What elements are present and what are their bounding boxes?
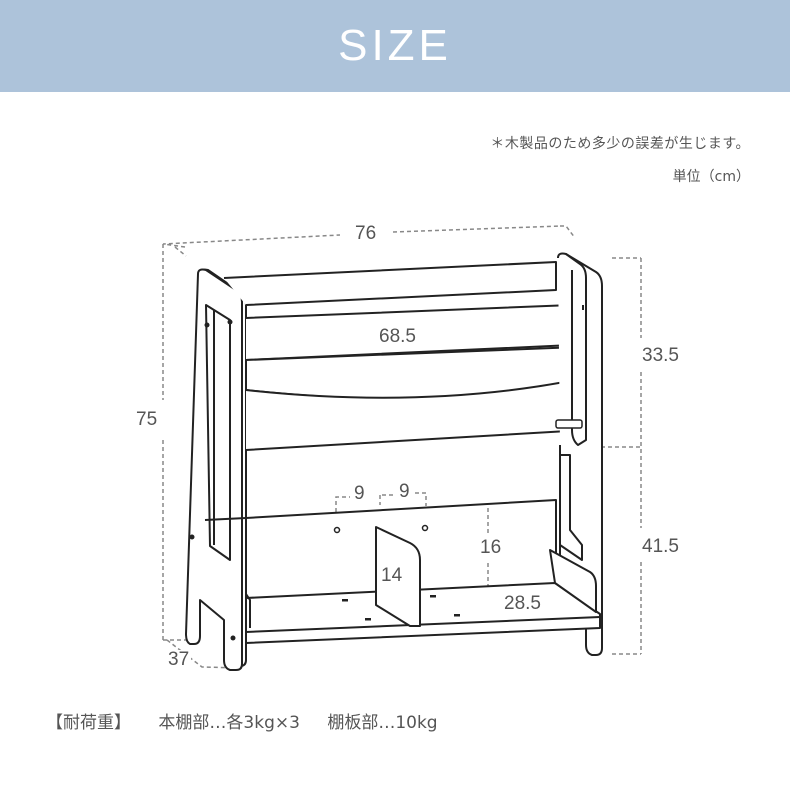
load-capacity: 【耐荷重】 本棚部…各3kg×3 棚板部…10kg (46, 708, 438, 733)
dim-inner-width: 68.5 (377, 326, 418, 347)
load-capacity-board-shelf: 棚板部…10kg (327, 713, 438, 733)
page-title: SIZE (338, 21, 452, 70)
bookshelf-outline (185, 252, 603, 671)
dim-upper-height: 33.5 (640, 345, 681, 366)
header-banner: SIZE (0, 0, 790, 92)
dim-shelf-back-height: 16 (480, 537, 502, 558)
dim-shelf-depth: 28.5 (504, 593, 541, 614)
load-capacity-book-shelf: 本棚部…各3kg×3 (158, 713, 300, 733)
dim-spacing-right: 9 (397, 481, 412, 502)
dim-width: 76 (353, 223, 379, 244)
dim-divider-height: 14 (381, 565, 403, 586)
unit-note: 単位（cm） (672, 169, 750, 185)
screw-holes (189, 305, 584, 641)
disclaimer-note: ＊木製品のため多少の誤差が生じます。 (490, 136, 750, 152)
dim-height: 75 (134, 409, 160, 430)
dim-lower-height: 41.5 (640, 536, 681, 557)
dim-spacing-left: 9 (352, 483, 367, 504)
load-capacity-label: 【耐荷重】 (46, 713, 131, 733)
dim-depth: 37 (166, 649, 192, 670)
